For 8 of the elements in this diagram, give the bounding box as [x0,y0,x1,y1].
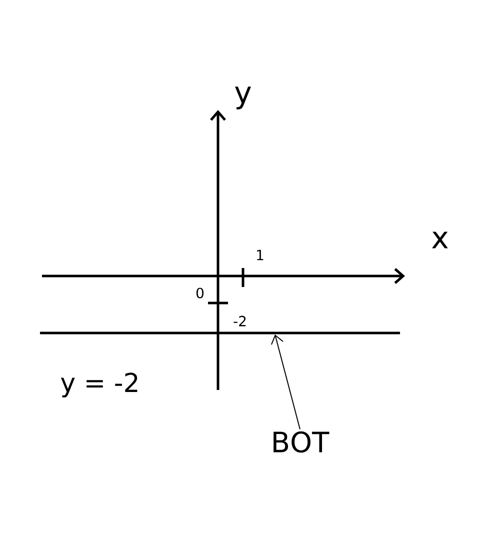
axis-label: y = -2 [60,372,138,398]
axis-label: 1 [257,250,264,260]
axis-label: 0 [196,288,204,298]
handwritten-text: ВОТ [274,431,330,453]
axis-label: y [235,86,251,110]
arrow [270,334,300,430]
axis-label: x [432,232,448,248]
graph-line [40,332,400,334]
